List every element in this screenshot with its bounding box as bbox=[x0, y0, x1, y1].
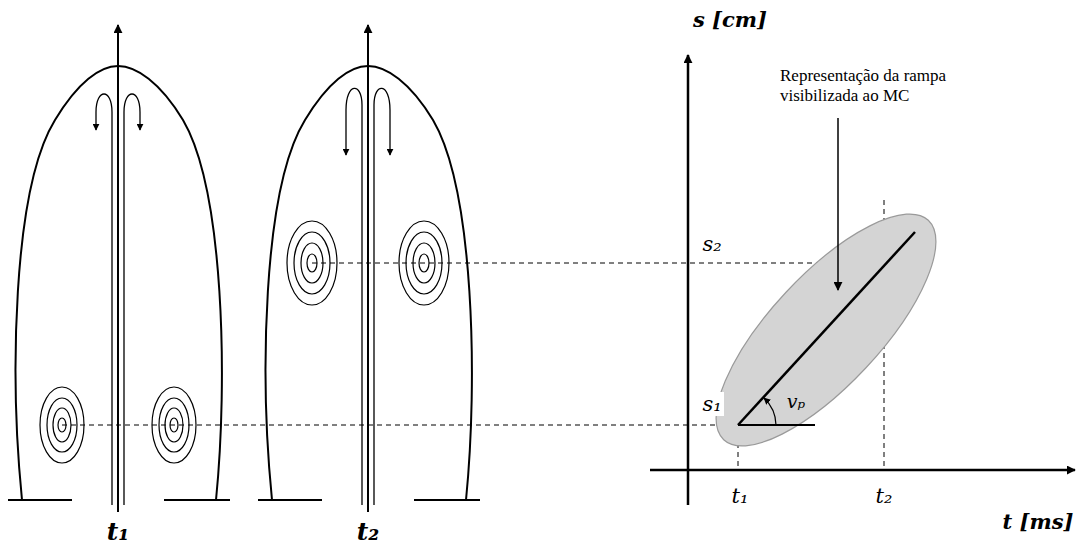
tick-label: s₁ bbox=[700, 392, 723, 416]
tick-label: t₂ bbox=[874, 484, 895, 508]
ventricle-t1 bbox=[8, 25, 230, 512]
tick-label: s₂ bbox=[700, 232, 723, 256]
axis-title: s [cm] bbox=[691, 8, 769, 32]
slope-label: vₚ bbox=[787, 391, 805, 413]
frame-label: t₂ bbox=[355, 518, 382, 547]
velocity-graph bbox=[650, 55, 1075, 505]
frame-label: t₁ bbox=[105, 518, 132, 547]
tick-label: t₁ bbox=[730, 484, 751, 508]
axis-title: t [ms] bbox=[1001, 510, 1076, 534]
ventricle-t2 bbox=[258, 25, 480, 512]
callout-text: Representação da rampa visibilizada ao M… bbox=[780, 66, 995, 105]
